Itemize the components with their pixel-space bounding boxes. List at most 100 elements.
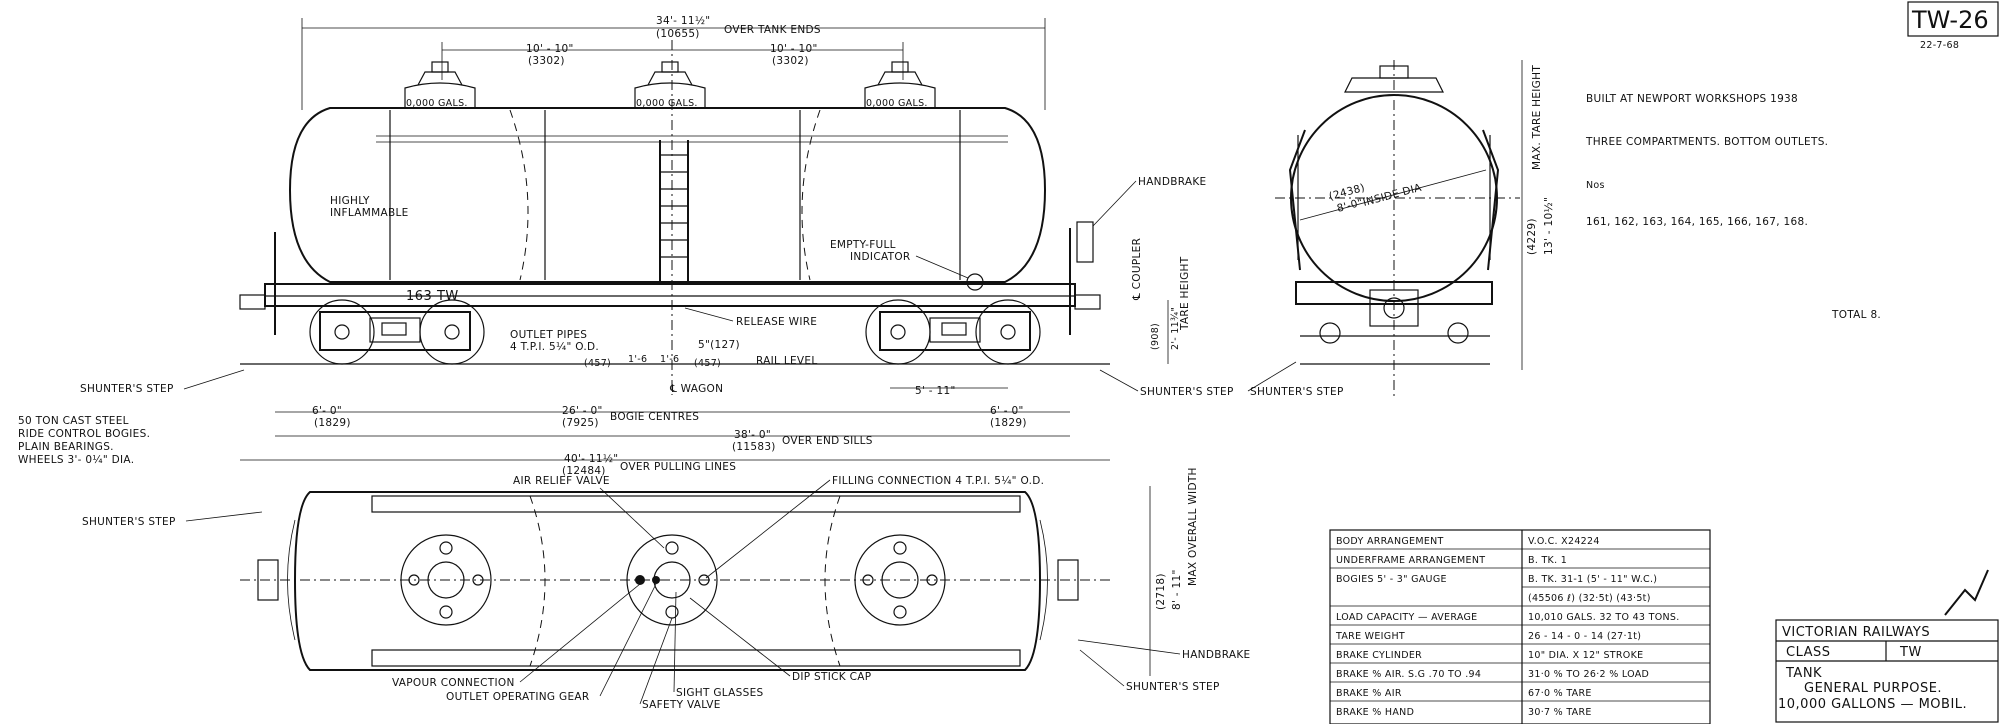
comp-1-ft: 10' - 10" [526,43,574,55]
plan-shunter-right-label: SHUNTER'S STEP [1126,681,1220,693]
shunter-step-right-label: SHUNTER'S STEP [1140,386,1234,398]
class-value: TW [1899,645,1922,660]
coupler-label: ℄ COUPLER [1131,238,1143,301]
tare-height-ft: 2'- 11¾" [1170,307,1181,350]
spec-row-8-value: 31·0 % TO 26·2 % LOAD [1528,669,1649,680]
dome-3-capacity: 0,000 GALS. [866,98,928,109]
drawing-date: 22-7-68 [1920,40,1959,51]
tare-height-mm: (908) [1150,323,1161,350]
outlet-pipes-label: OUTLET PIPES [510,329,587,341]
general-notes: BUILT AT NEWPORT WORKSHOPS 1938 THREE CO… [1585,93,1881,321]
spec-row-8-label: BRAKE % AIR. S.G .70 TO .94 [1336,669,1481,680]
spec-row-1-value: V.O.C. X24224 [1528,536,1600,547]
drawing-number-box: TW-26 22-7-68 [1907,1,1999,51]
over-tank-ends-mm: (10655) [656,28,700,40]
spec-row-1-label: BODY ARRANGEMENT [1336,536,1444,547]
spec-row-6-label: TARE WEIGHT [1335,631,1405,642]
bogie-right [865,299,1041,365]
dim-6-0-b-ft: 6' - 0" [990,405,1024,417]
dim-5-11: 5' - 11" [915,385,956,397]
inside-dia-label: INSIDE DIA [1362,182,1424,209]
bogie-left [309,299,485,365]
plan-dome-1 [400,534,492,626]
railway-name: VICTORIAN RAILWAYS [1782,625,1930,640]
plan-handbrake-label: HANDBRAKE [1182,649,1251,661]
indicator-label-1: EMPTY-FULL [830,239,896,251]
end-sills-mm: (11583) [732,441,776,453]
spec-row-4-value: (45506 ℓ) (32·5t) (43·5t) [1528,593,1651,604]
spec-row-9-label: BRAKE % AIR [1336,688,1402,699]
highly-label: HIGHLY [330,195,370,207]
dome-2 [634,61,706,108]
over-tank-ends-label: OVER TANK ENDS [724,24,821,36]
spec-row-2-value: B. TK. 1 [1528,555,1567,566]
max-width-label: MAX OVERALL WIDTH [1187,467,1199,586]
end-sills-ft: 38'- 0" [734,429,771,441]
plan-view: SHUNTER'S STEP AIR RELIEF VALVE FILLING … [82,467,1251,711]
comp-2-ft: 10' - 10" [770,43,818,55]
title-desc-1: TANK [1785,666,1822,681]
filling-connection-label: FILLING CONNECTION 4 T.P.I. 5¼" O.D. [832,475,1044,487]
indicator-label-2: INDICATOR [850,251,911,263]
comp-1-mm: (3302) [528,55,565,67]
built-note: BUILT AT NEWPORT WORKSHOPS 1938 [1586,93,1798,105]
max-tare-height-label: MAX. TARE HEIGHT [1531,65,1543,170]
underframe [264,283,1076,307]
bogie-note-4: WHEELS 3'- 0¼" DIA. [18,454,134,466]
dome-1 [404,61,476,108]
dim-1-6-a: 1'-6 [628,354,647,365]
outlet-pipes-size: 4 T.P.I. 5¼" O.D. [510,341,599,353]
spec-row-3-label: BOGIES 5' - 3" GAUGE [1336,574,1447,585]
spec-row-5-label: LOAD CAPACITY — AVERAGE [1336,612,1477,623]
bogie-note: 50 TON CAST STEEL RIDE CONTROL BOGIES. P… [18,415,150,466]
spec-row-2-label: UNDERFRAME ARRANGEMENT [1336,555,1485,566]
max-width-ft: 8' - 11" [1171,569,1183,610]
dim-6-0-a-mm: (1829) [314,417,351,429]
signature-mark [1944,569,1989,616]
title-desc-2: GENERAL PURPOSE. [1804,681,1942,696]
end-shunter-step-label: SHUNTER'S STEP [1250,386,1344,398]
spec-row-7-label: BRAKE CYLINDER [1336,650,1422,661]
end-sills-label: OVER END SILLS [782,435,873,447]
max-tare-height-mm: (4229) [1526,218,1538,255]
dim-6-0-a-ft: 6'- 0" [312,405,342,417]
max-width-mm: (2718) [1155,573,1167,610]
end-elevation: (2438) 8'-0" INSIDE DIA 13' - 10½" (4229… [1247,60,1555,400]
pulling-lines-label: OVER PULLING LINES [620,461,736,473]
tare-height-label: TARE HEIGHT [1179,256,1191,331]
release-wire-label: RELEASE WIRE [736,316,817,328]
inflammable-label: INFLAMMABLE [330,207,409,219]
total-note: TOTAL 8. [1831,309,1881,321]
nos-label: Nos [1586,180,1605,191]
spec-row-10-value: 30·7 % TARE [1528,707,1592,718]
dim-457-b: (457) [694,358,721,369]
dome-3 [864,61,936,108]
car-number: 163 TW [406,289,459,304]
spec-row-3-value: B. TK. 31-1 (5' - 11" W.C.) [1528,574,1657,585]
shunter-step-left-label: SHUNTER'S STEP [80,383,174,395]
dome-2-capacity: 0,000 GALS. [636,98,698,109]
handbrake-label: HANDBRAKE [1138,176,1207,188]
side-elevation: 0,000 GALS. 0,000 GALS. 0,000 GALS. [80,15,1234,477]
rail-level-label: RAIL LEVEL [756,355,818,367]
pulling-lines-ft: 40'- 11½" [564,453,618,465]
ladder [659,140,689,285]
bogie-centres-ft: 26' - 0" [562,405,603,417]
over-tank-ends-ft: 34'- 11½" [656,15,710,27]
bogie-note-3: PLAIN BEARINGS. [18,441,114,453]
plan-dome-2 [626,534,718,626]
dim-5in: 5"(127) [698,339,740,351]
title-desc-3: 10,000 GALLONS — MOBIL. [1778,697,1967,712]
spec-row-7-value: 10" DIA. X 12" STROKE [1528,650,1643,661]
vapour-connection-label: VAPOUR CONNECTION [392,677,515,689]
spec-table: BODY ARRANGEMENT V.O.C. X24224 UNDERFRAM… [1329,529,1711,724]
spec-row-9-value: 67·0 % TARE [1528,688,1592,699]
compartments-note: THREE COMPARTMENTS. BOTTOM OUTLETS. [1585,136,1828,148]
spec-row-5-value: 10,010 GALS. 32 TO 43 TONS. [1528,612,1680,623]
class-label: CLASS [1786,645,1831,660]
outlet-gear-label: OUTLET OPERATING GEAR [446,691,589,703]
title-block: VICTORIAN RAILWAYS CLASS TW TANK GENERAL… [1775,569,1999,723]
bogie-note-2: RIDE CONTROL BOGIES. [18,428,150,440]
drawing-number: TW-26 [1911,6,1989,34]
